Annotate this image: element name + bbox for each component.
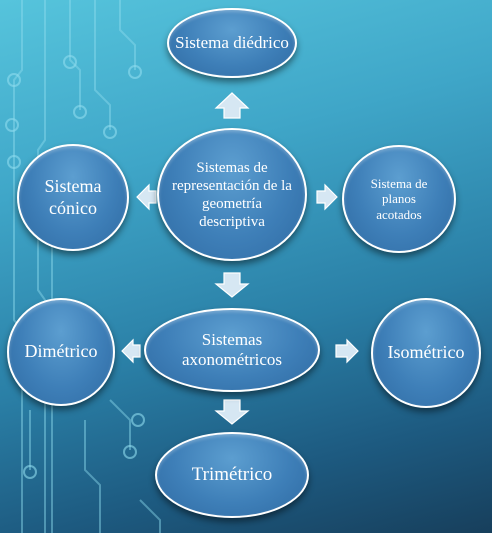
arrow-up-diedrico — [214, 92, 250, 119]
node-dimetrico-label: Dimétrico — [24, 341, 98, 362]
node-trimetrico-label: Trimétrico — [191, 463, 273, 485]
node-axonometricos-label: Sistemas axonométricos — [181, 329, 283, 369]
node-sistema-conico: Sistema cónico — [17, 144, 129, 251]
node-trimetrico: Trimétrico — [155, 432, 309, 518]
arrow-right-isometrico — [335, 338, 359, 364]
arrow-right-planos — [316, 183, 338, 211]
node-center-label: Sistemas de representación de la geometr… — [172, 159, 292, 230]
arrow-down-axonometricos — [214, 272, 250, 298]
node-sistema-planos-acotados: Sistema de planos acotados — [342, 145, 456, 253]
node-isometrico: Isométrico — [371, 298, 481, 408]
arrow-down-trimetrico — [214, 399, 250, 425]
node-dimetrico: Dimétrico — [7, 298, 115, 406]
node-isometrico-label: Isométrico — [387, 342, 465, 363]
arrow-left-dimetrico — [121, 338, 141, 364]
node-sistema-conico-label: Sistema cónico — [44, 175, 102, 218]
node-sistemas-axonometricos: Sistemas axonométricos — [144, 308, 320, 392]
arrow-left-conico — [136, 183, 157, 211]
node-center-sistemas: Sistemas de representación de la geometr… — [157, 128, 307, 261]
node-sistema-diedrico-label: Sistema diédrico — [175, 32, 289, 52]
node-sistema-planos-label: Sistema de planos acotados — [370, 175, 428, 222]
node-sistema-diedrico: Sistema diédrico — [167, 8, 297, 78]
